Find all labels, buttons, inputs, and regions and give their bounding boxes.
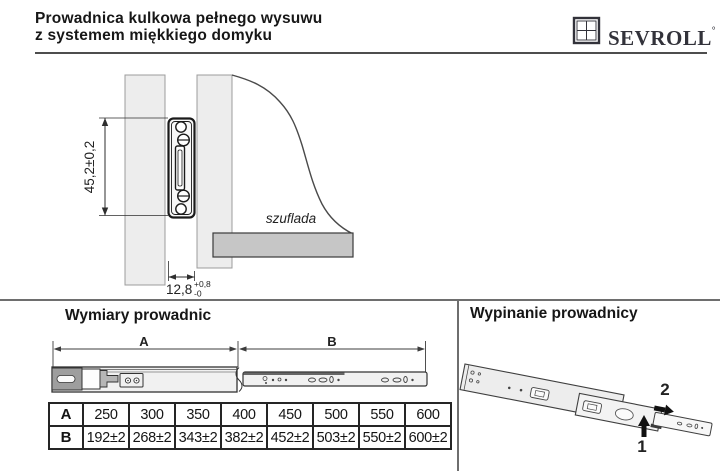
cell-a3: 350 (174, 402, 222, 427)
ball-bearing-bottom (175, 203, 187, 215)
brand-logo: SEVROLL° (570, 15, 716, 53)
sevroll-window-icon (572, 16, 601, 45)
dimensions-section-title: Wymiary prowadnic (65, 307, 212, 324)
cell-b5: 452±2 (266, 425, 314, 450)
dimensions-table: A 250 300 350 400 450 500 550 600 B 192±… (48, 402, 452, 450)
height-dimension-lines (99, 117, 168, 216)
cell-b6: 503±2 (312, 425, 360, 450)
rail-seam (243, 372, 345, 375)
cell-b3: 343±2 (174, 425, 222, 450)
step2-label: 2 (660, 380, 669, 399)
rail-junction (235, 367, 243, 392)
depth-dimension-label: 12,8 (166, 282, 192, 297)
page-title-line1: Prowadnica kulkowa pełnego wysuwu (35, 10, 323, 27)
cell-b1: 192±2 (82, 425, 130, 450)
cell-a7: 550 (358, 402, 406, 427)
cell-a2: 300 (128, 402, 176, 427)
slide-removal-diagram: 2 1 (459, 363, 713, 456)
dimension-a-label: A (139, 335, 149, 349)
table-row-b: B 192±2 268±2 343±2 382±2 452±2 503±2 55… (48, 425, 452, 450)
cell-a4: 400 (220, 402, 268, 427)
dimension-b-label: B (327, 335, 336, 349)
removal-section-title: Wypinanie prowadnicy (470, 305, 638, 322)
height-dimension-label: 45,2±0,2 (82, 141, 97, 193)
page-title-line2: z systemem miękkiego domyku (35, 27, 273, 44)
cell-b4: 382±2 (220, 425, 268, 450)
row-b-header: B (48, 425, 84, 450)
cell-a5: 450 (266, 402, 314, 427)
cell-b7: 550±2 (358, 425, 406, 450)
slide-side-view-diagram: A B (51, 335, 428, 393)
page-title: Prowadnica kulkowa pełnego wysuwu z syst… (35, 10, 322, 44)
table-row-a: A 250 300 350 400 450 500 550 600 (48, 402, 452, 427)
arrowhead-right (187, 274, 195, 280)
arrowhead-down (101, 207, 109, 216)
brand-name: SEVROLL° (608, 15, 716, 53)
telescopic-slide (459, 363, 713, 437)
arrowhead-up (101, 118, 109, 126)
depth-tolerance-minus: -0 (194, 289, 202, 299)
cross-section-diagram: szuflada 45,2±0,2 (82, 74, 354, 299)
arrow-step1 (638, 415, 650, 437)
dimension-extension-lines (52, 341, 426, 372)
cell-b2: 268±2 (128, 425, 176, 450)
brand-text: SEVROLL (608, 26, 712, 50)
cabinet-panel-left (124, 74, 166, 286)
drawer-label: szuflada (266, 211, 317, 226)
arrow-step2 (653, 404, 674, 416)
brand-mark: ° (711, 25, 716, 35)
slide-profile (167, 117, 196, 219)
cell-a1: 250 (82, 402, 130, 427)
row-a-header: A (48, 402, 84, 427)
inner-rail (242, 371, 428, 387)
drawer-side-outline (231, 74, 354, 235)
latch-bracket (119, 373, 144, 388)
cell-a8: 600 (404, 402, 452, 427)
cell-b8: 600±2 (404, 425, 452, 450)
depth-tolerance-plus: +0,8 (194, 279, 211, 289)
step1-label: 1 (637, 437, 646, 456)
cell-a6: 500 (312, 402, 360, 427)
soft-close-slot (56, 375, 76, 383)
outer-rail (51, 366, 243, 393)
header-rule (35, 52, 707, 54)
damper-actuator (99, 370, 119, 388)
ball-bearing-top (175, 121, 187, 133)
arrowhead-left (168, 274, 176, 280)
section-divider-horizontal (0, 299, 720, 301)
section-divider-vertical (457, 300, 459, 471)
damper-housing (81, 368, 101, 390)
drawer-bottom-panel (212, 232, 354, 258)
